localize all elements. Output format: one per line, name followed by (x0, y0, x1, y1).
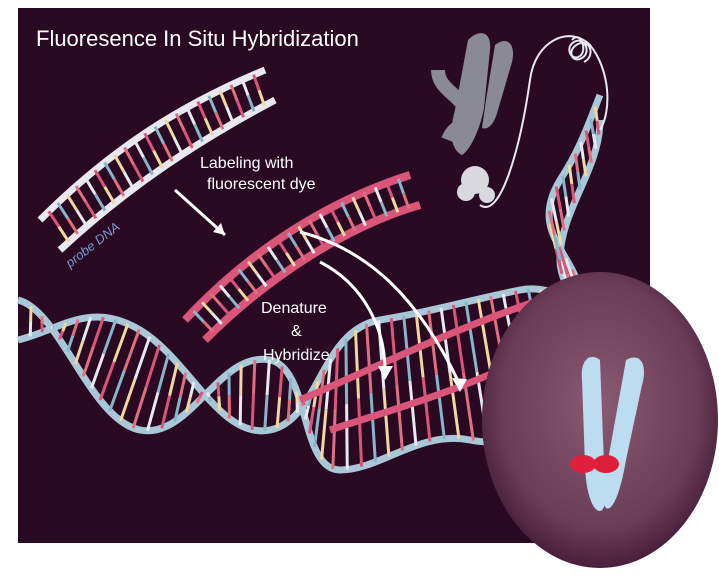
base-pair-rung (209, 397, 211, 401)
base-pair-rung (301, 404, 303, 405)
base-pair-rung (253, 360, 254, 395)
labeling-text-2: fluorescent dye (207, 176, 316, 193)
base-pair-rung (219, 396, 220, 410)
base-pair-rung (597, 121, 599, 135)
base-pair-rung (347, 404, 348, 470)
base-pair-rung (346, 339, 347, 405)
base-pair-rung (595, 107, 597, 121)
denature-text-3: Hybridize (263, 347, 330, 364)
base-pair-rung (290, 378, 291, 400)
denature-text-2: & (291, 323, 302, 340)
base-pair-rung (207, 393, 209, 397)
base-pair-rung (303, 403, 305, 404)
labeling-text-1: Labeling with (200, 155, 293, 172)
denature-text-1: Denature (261, 300, 327, 317)
base-pair-rung (252, 395, 253, 430)
diagram-title: Fluoresence In Situ Hybridization (36, 26, 359, 51)
fluorescent-signal-icon (570, 455, 596, 473)
base-pair-rung (288, 400, 289, 422)
base-pair-rung (218, 382, 219, 396)
